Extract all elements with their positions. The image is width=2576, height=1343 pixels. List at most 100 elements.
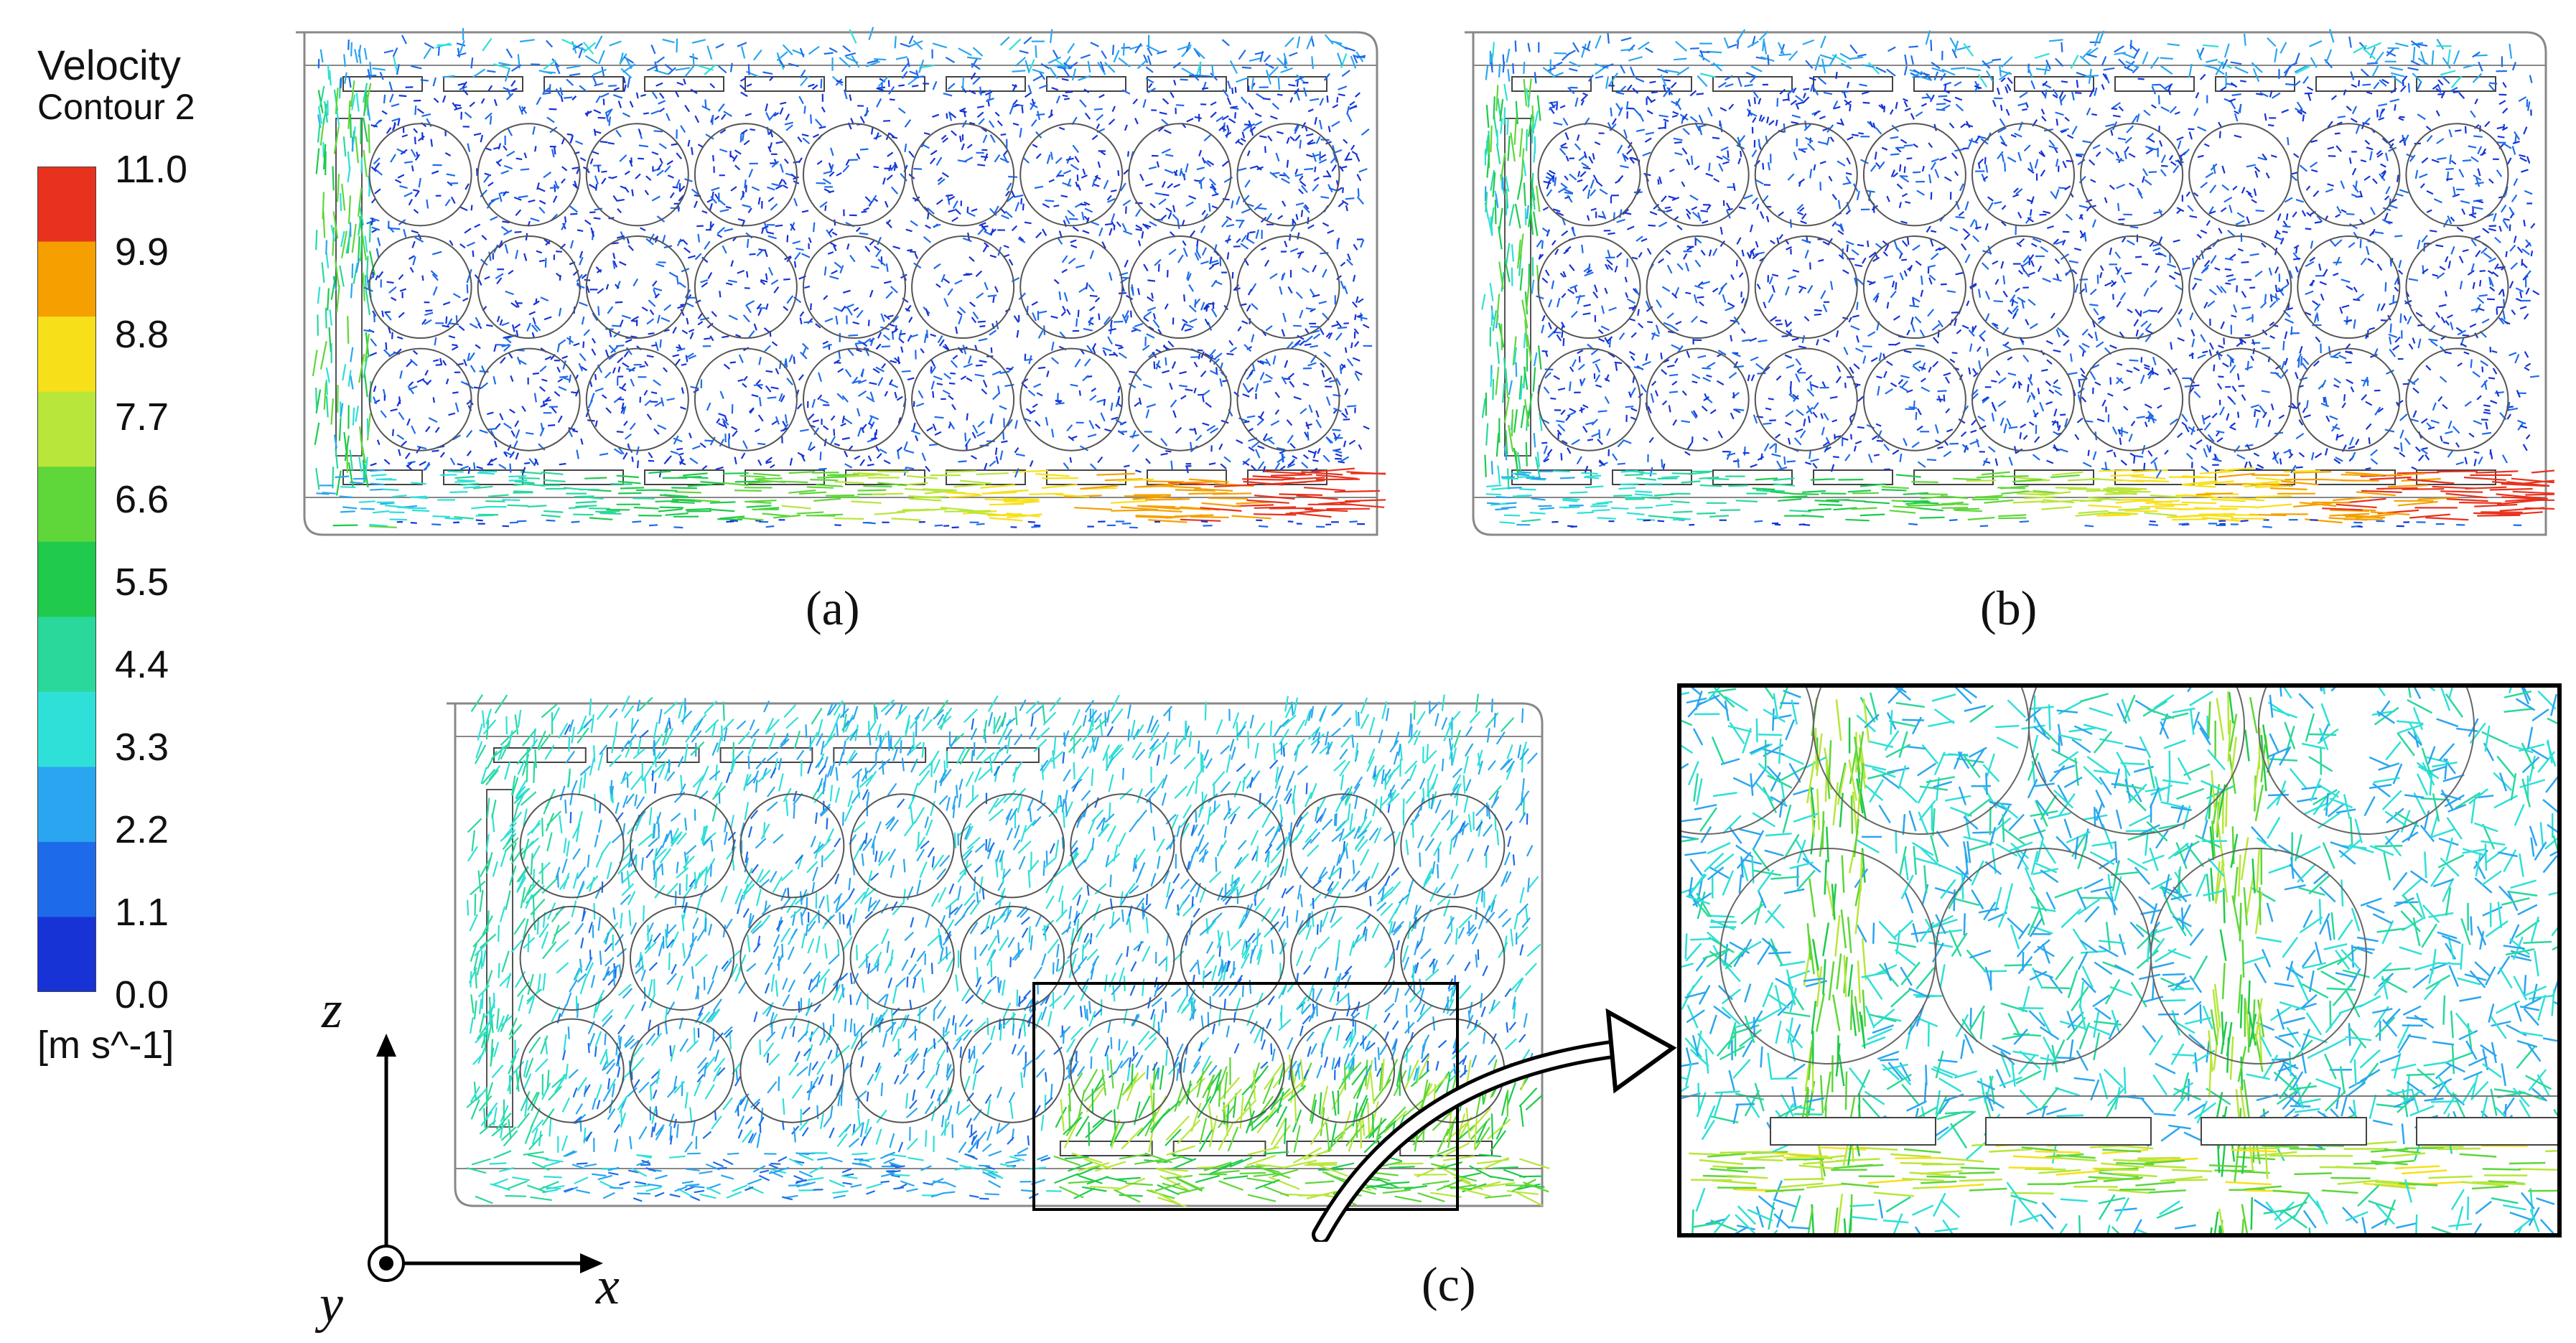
velocity-vector xyxy=(1065,90,1073,93)
velocity-vector xyxy=(1571,227,1577,237)
velocity-vector xyxy=(446,173,456,177)
velocity-vector xyxy=(945,470,976,473)
velocity-vector xyxy=(1185,465,1189,474)
velocity-vector xyxy=(696,225,704,228)
velocity-vector xyxy=(2130,421,2136,427)
velocity-vector xyxy=(365,294,370,316)
velocity-vector xyxy=(1006,195,1014,202)
velocity-vector xyxy=(1587,189,1591,200)
velocity-vector xyxy=(2236,285,2238,293)
velocity-vector xyxy=(1280,67,1293,74)
velocity-vector xyxy=(2177,159,2183,167)
velocity-vector xyxy=(1242,458,1251,466)
battery-cell xyxy=(1128,347,1232,451)
velocity-vector xyxy=(1157,126,1165,132)
velocity-vector xyxy=(974,373,985,378)
velocity-vector xyxy=(510,88,518,92)
velocity-vector xyxy=(1706,374,1712,378)
velocity-vector xyxy=(1071,435,1078,439)
velocity-vector xyxy=(1819,64,1831,67)
velocity-vector xyxy=(1859,483,1886,487)
velocity-vector xyxy=(757,479,786,483)
velocity-vector xyxy=(948,111,953,121)
velocity-vector xyxy=(1168,482,1210,486)
velocity-vector xyxy=(962,237,972,243)
velocity-vector xyxy=(1275,152,1280,162)
velocity-vector xyxy=(617,357,624,364)
velocity-vector xyxy=(685,507,711,511)
velocity-vector xyxy=(2080,368,2086,375)
velocity-vector xyxy=(2124,136,2132,144)
velocity-vector xyxy=(315,230,318,251)
bottom-vent-slot xyxy=(1046,469,1126,485)
velocity-vector xyxy=(342,506,358,510)
velocity-vector xyxy=(1928,277,1933,285)
velocity-vector xyxy=(2104,197,2108,204)
velocity-vector xyxy=(1722,155,1730,162)
velocity-vector xyxy=(969,121,976,125)
velocity-vector xyxy=(2376,149,2382,156)
velocity-vector xyxy=(892,245,901,250)
velocity-vector xyxy=(1727,208,1733,211)
velocity-vector xyxy=(2472,281,2475,289)
velocity-vector xyxy=(830,164,834,173)
velocity-vector xyxy=(480,365,486,375)
velocity-vector xyxy=(1346,258,1353,266)
velocity-vector xyxy=(630,319,637,322)
velocity-vector xyxy=(1179,370,1187,375)
velocity-vector xyxy=(1276,446,1286,451)
velocity-vector xyxy=(1828,175,1833,182)
velocity-vector xyxy=(869,391,874,401)
velocity-vector xyxy=(1037,111,1040,121)
velocity-vector xyxy=(692,53,695,65)
velocity-vector xyxy=(2053,349,2061,353)
velocity-vector xyxy=(1040,62,1050,70)
velocity-vector xyxy=(1845,518,1870,522)
velocity-vector xyxy=(920,348,925,354)
velocity-vector xyxy=(2220,321,2225,329)
velocity-vector xyxy=(592,312,598,322)
velocity-vector xyxy=(2328,238,2337,248)
velocity-vector xyxy=(2488,178,2494,184)
velocity-vector xyxy=(1266,212,1273,221)
velocity-vector xyxy=(1148,83,1153,88)
velocity-vector xyxy=(401,440,407,447)
velocity-vector xyxy=(1592,174,1598,182)
velocity-vector xyxy=(2502,219,2509,229)
velocity-vector xyxy=(440,474,457,476)
velocity-vector xyxy=(646,355,654,358)
velocity-vector xyxy=(829,275,839,280)
velocity-vector xyxy=(936,383,943,385)
velocity-vector xyxy=(1187,273,1192,281)
velocity-vector xyxy=(1664,69,1679,74)
velocity-vector xyxy=(775,224,783,228)
velocity-vector xyxy=(2278,414,2285,419)
velocity-vector xyxy=(1173,80,1177,86)
velocity-vector xyxy=(472,485,493,490)
velocity-vector xyxy=(1277,215,1284,220)
velocity-vector xyxy=(954,208,961,215)
velocity-vector xyxy=(1307,450,1315,454)
velocity-vector xyxy=(475,519,483,522)
velocity-vector xyxy=(678,452,684,456)
velocity-vector xyxy=(2256,93,2263,96)
velocity-vector xyxy=(480,134,484,143)
velocity-vector xyxy=(412,256,416,266)
velocity-vector xyxy=(745,304,752,314)
velocity-vector xyxy=(1256,93,1264,100)
velocity-vector xyxy=(704,240,711,250)
velocity-vector xyxy=(1312,184,1320,192)
velocity-vector xyxy=(1809,381,1813,391)
velocity-vector xyxy=(416,446,427,450)
velocity-vector xyxy=(1024,92,1031,98)
velocity-vector xyxy=(1194,179,1200,182)
velocity-vector xyxy=(1340,261,1346,267)
velocity-vector xyxy=(2121,52,2136,60)
velocity-vector xyxy=(737,218,745,222)
velocity-vector xyxy=(1735,408,1745,411)
velocity-vector xyxy=(2306,86,2314,91)
velocity-vector xyxy=(797,136,803,143)
velocity-vector xyxy=(1791,121,1799,125)
velocity-vector xyxy=(1567,525,1575,528)
velocity-vector xyxy=(1030,103,1038,108)
